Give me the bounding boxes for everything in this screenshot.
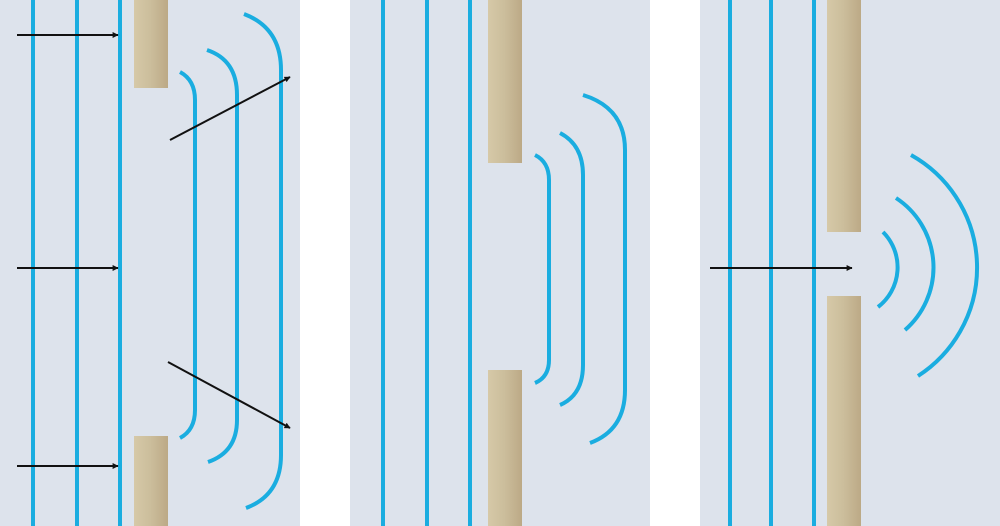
- wavefront: [243, 12, 283, 510]
- panel-narrow-slit: [700, 0, 1000, 526]
- arrow-icon: [169, 76, 291, 141]
- wavefront: [582, 93, 627, 445]
- barrier-top: [827, 0, 861, 232]
- barrier-bottom: [827, 296, 861, 526]
- wavefront: [559, 131, 585, 407]
- incoming-wavefronts: [31, 0, 122, 526]
- wavefront: [178, 70, 197, 440]
- barrier-bottom: [134, 436, 168, 526]
- barrier-top: [134, 0, 168, 88]
- incoming-wavefronts: [381, 0, 472, 526]
- arrow-icon: [167, 361, 291, 429]
- wavefront: [206, 48, 239, 464]
- wavefront: [894, 196, 936, 332]
- wavefront: [534, 153, 551, 385]
- wavefront: [876, 230, 900, 309]
- diffracted-wavefronts: [534, 93, 627, 445]
- panel-medium-slit: [350, 0, 650, 526]
- diffracted-wavefronts: [876, 153, 980, 378]
- panel-wide-slit: [0, 0, 300, 526]
- barrier-bottom: [488, 370, 522, 526]
- barrier-top: [488, 0, 522, 163]
- incoming-wavefronts: [728, 0, 816, 526]
- diffracted-wavefronts: [178, 12, 283, 510]
- direction-arrows: [17, 32, 291, 469]
- wavefront: [910, 153, 980, 378]
